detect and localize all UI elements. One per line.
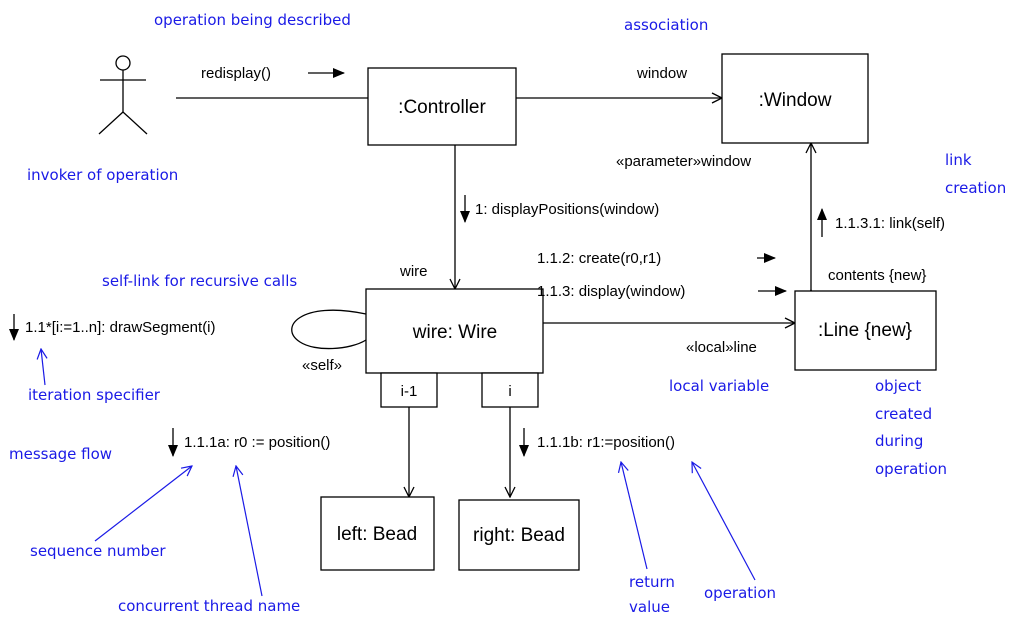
self-label: «self» [302,357,342,374]
window-box [721,53,869,144]
annotation-iteration: iteration specifier [28,386,161,404]
right-bead-label: right: Bead [473,525,565,546]
annotation-creation: creation [945,179,1006,197]
annotation-self-link: self-link for recursive calls [102,272,297,290]
message-displaypositions: 1: displayPositions(window) [475,201,659,218]
annotation-operation-described: operation being described [154,11,351,29]
actor-icon [98,55,148,135]
message-create: 1.1.2: create(r0,r1) [537,250,661,267]
annotation-local-variable: local variable [669,377,769,395]
annotation-return: return [629,573,675,591]
qualifier-right [481,372,539,408]
self-link [291,309,367,350]
annotation-created: created [875,405,932,423]
annotation-operation: operation [704,584,776,602]
annotation-sequence-number: sequence number [30,542,166,560]
qualifier-right-label: i [508,383,511,400]
wire-label: wire: Wire [412,322,497,343]
pointer-sequence-number [94,466,192,542]
pointer-concurrent-thread [236,466,263,597]
controller-label: :Controller [398,97,486,118]
pointer-iteration [41,349,45,386]
message-position-a: 1.1.1a: r0 := position() [184,434,330,451]
message-redisplay: redisplay() [201,65,271,82]
right-bead-box [458,499,580,571]
annotation-object: object [875,377,921,395]
message-position-b: 1.1.1b: r1:=position() [537,434,675,451]
window-role-label: window [636,65,687,82]
wire-role-label: wire [399,263,428,280]
parameter-window-label: «parameter»window [616,153,751,170]
annotation-link: link [945,151,972,169]
contents-label: contents {new} [828,267,926,284]
line-box [794,290,937,371]
annotation-during: during [875,432,923,450]
annotation-value: value [629,598,670,616]
message-drawsegment: 1.1*[i:=1..n]: drawSegment(i) [25,319,216,336]
pointer-return-value [621,462,648,570]
line-label: :Line {new} [818,320,912,341]
left-bead-box [320,496,435,571]
window-label: :Window [759,90,832,111]
annotation-operation-created: operation [875,460,947,478]
message-link: 1.1.3.1: link(self) [835,215,945,232]
annotation-concurrent-thread: concurrent thread name [118,597,300,615]
annotation-invoker: invoker of operation [27,166,178,184]
controller-box [367,67,517,146]
annotation-association: association [624,16,708,34]
pointer-operation [692,462,756,581]
qualifier-left [380,372,438,408]
qualifier-left-label: i-1 [401,383,418,400]
annotation-message-flow: message flow [9,445,112,463]
message-display: 1.1.3: display(window) [537,283,685,300]
left-bead-label: left: Bead [337,524,417,545]
local-line-label: «local»line [686,339,757,356]
wire-box [365,288,544,374]
